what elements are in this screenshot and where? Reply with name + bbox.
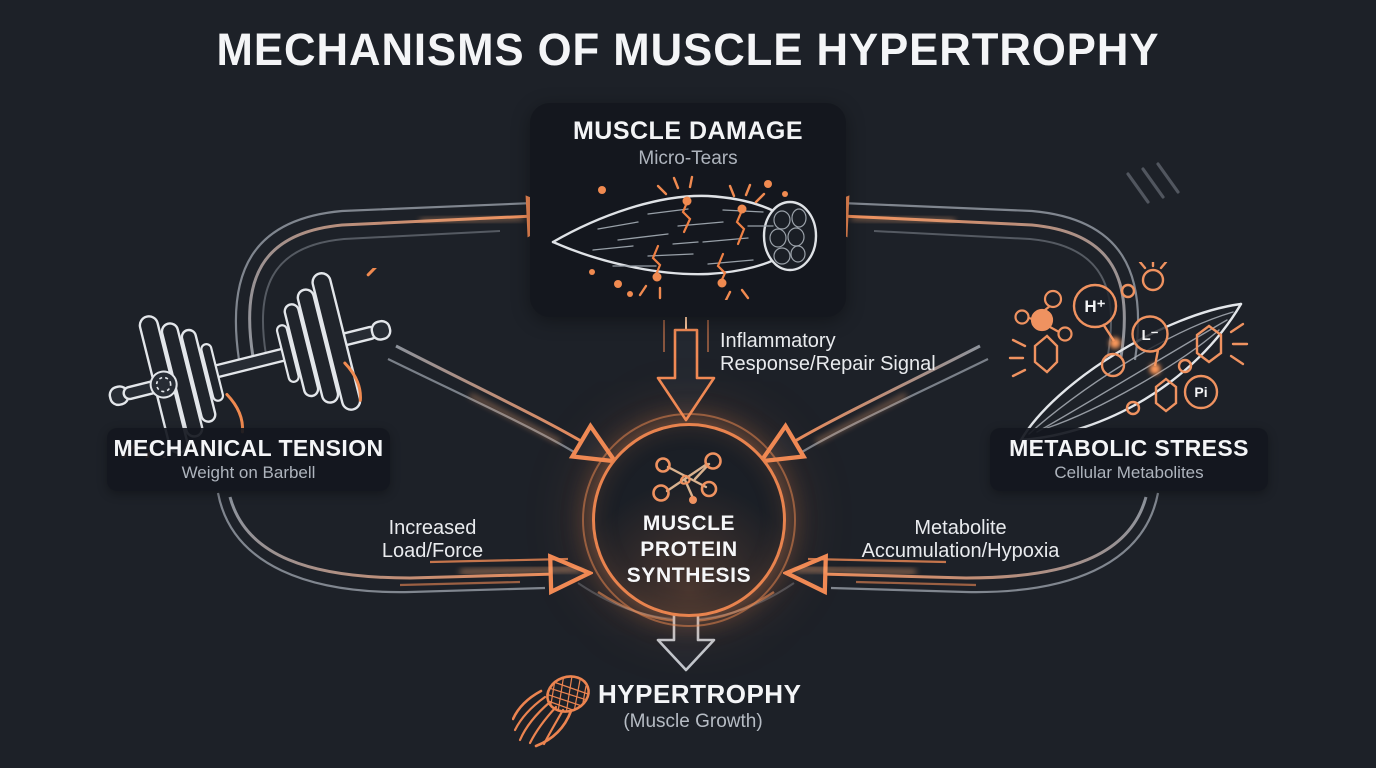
- mechanical-tension-title: MECHANICAL TENSION: [113, 435, 384, 461]
- phosphate-label: Pi: [1194, 384, 1207, 400]
- metabolic-stress-subtitle: Cellular Metabolites: [1054, 463, 1204, 482]
- lactate-label: L⁻: [1141, 327, 1158, 344]
- node-metabolic-stress: METABOLIC STRESS Cellular Metabolites: [990, 428, 1268, 491]
- node-mechanical-tension: MECHANICAL TENSION Weight on Barbell: [107, 428, 390, 491]
- metabolic-muscle-icon: H⁺ L⁻ Pi: [1008, 262, 1249, 442]
- edge-label-increased-load: Increased Load/Force: [381, 517, 484, 562]
- arrow-tension-diagonal: [387, 344, 586, 452]
- node-muscle-protein-synthesis: MUSCLE PROTEIN SYNTHESIS: [582, 413, 796, 627]
- hypertrophy-title: HYPERTROPHY: [598, 679, 802, 709]
- edge-label-metabolite-accumulation: Metabolite Accumulation/Hypoxia: [861, 517, 1060, 562]
- protein-molecule-icon: [652, 452, 722, 504]
- edge-label-inflammatory: Inflammatory Response/Repair Signal: [720, 330, 936, 375]
- muscle-growth-icon: [512, 673, 591, 748]
- metabolic-stress-title: METABOLIC STRESS: [1009, 435, 1249, 461]
- node-hypertrophy: HYPERTROPHY (Muscle Growth): [598, 679, 802, 733]
- barbell-icon: [108, 268, 392, 458]
- muscle-damage-subtitle: Micro-Tears: [638, 148, 738, 169]
- node-muscle-damage: MUSCLE DAMAGE Micro-Tears: [530, 103, 846, 317]
- mps-title-line2: PROTEIN: [640, 538, 738, 561]
- mps-title-line1: MUSCLE: [642, 512, 736, 535]
- muscle-damage-title: MUSCLE DAMAGE: [572, 117, 804, 145]
- hydrogen-ion-label: H⁺: [1084, 297, 1105, 316]
- motion-slashes: [1126, 162, 1180, 204]
- torn-muscle-fiber-icon: [551, 175, 818, 300]
- hypertrophy-subtitle: (Muscle Growth): [623, 711, 763, 732]
- mps-title-line3: SYNTHESIS: [626, 564, 752, 587]
- page-title: MECHANISMS OF MUSCLE HYPERTROPHY: [216, 24, 1160, 75]
- mechanical-tension-subtitle: Weight on Barbell: [181, 463, 316, 482]
- arrow-damage-to-synthesis: [656, 304, 716, 422]
